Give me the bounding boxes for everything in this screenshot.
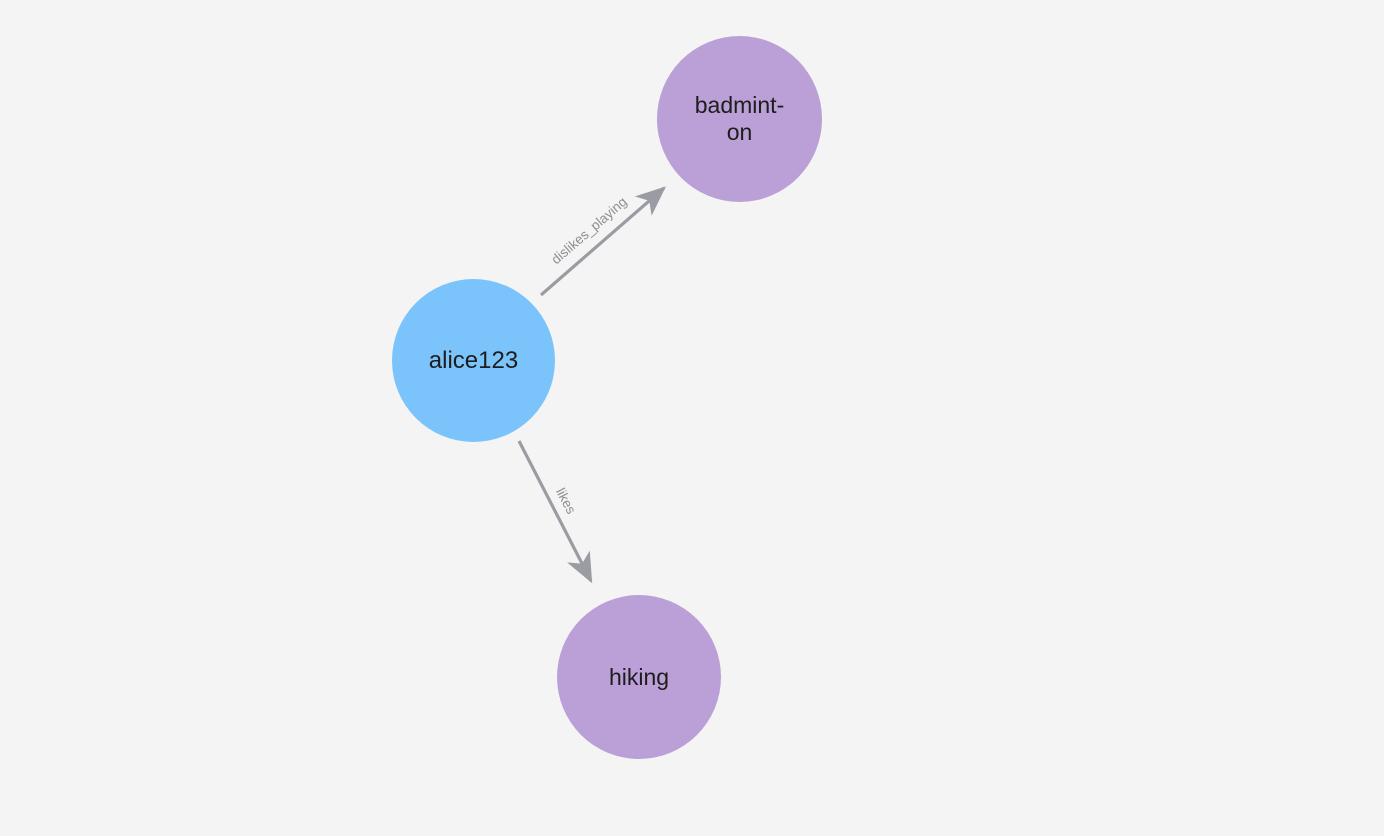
- graph-node-hiking[interactable]: hiking: [557, 595, 721, 759]
- edge-line-dislikes-playing: [539, 186, 666, 297]
- edge-dislikes-playing[interactable]: dislikes_playing: [539, 186, 666, 297]
- edge-label-dislikes-playing: dislikes_playing: [548, 194, 629, 267]
- graph-node-alice123[interactable]: alice123: [392, 279, 555, 442]
- graph-node-label-badminton: badmint- on: [694, 92, 785, 145]
- edge-likes[interactable]: likes: [517, 440, 593, 584]
- edge-line-likes: [517, 440, 593, 584]
- graph-node-label-alice123: alice123: [428, 346, 519, 374]
- graph-node-label-hiking: hiking: [608, 663, 670, 690]
- graph-node-badminton[interactable]: badmint- on: [657, 36, 822, 202]
